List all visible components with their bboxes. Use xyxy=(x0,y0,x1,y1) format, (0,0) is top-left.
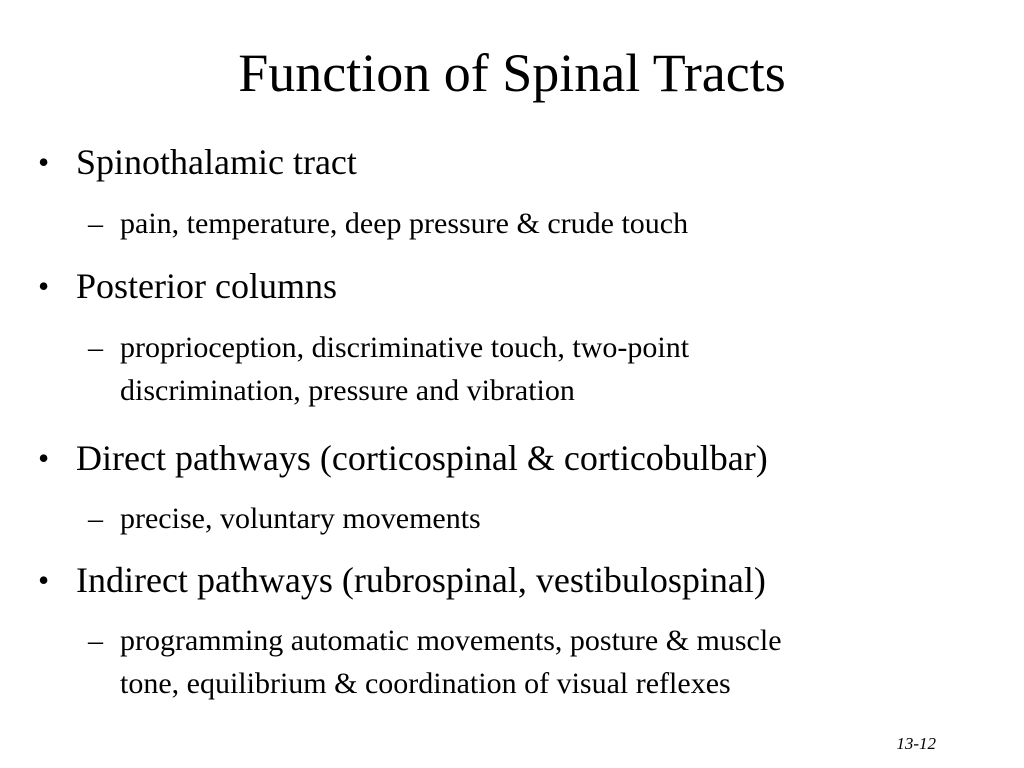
subbullet-line: programming automatic movements, posture… xyxy=(120,624,782,657)
slide-number: 13-12 xyxy=(896,734,936,753)
subbullet-indirect-pathways: – programming automatic movements, postu… xyxy=(88,619,1008,705)
bullet-posterior-columns: • Posterior columns xyxy=(38,264,1008,308)
bullet-indirect-pathways: • Indirect pathways (rubrospinal, vestib… xyxy=(38,558,1008,602)
subbullet-spinothalamic: – pain, temperature, deep pressure & cru… xyxy=(88,202,1008,245)
bullet-spinothalamic: • Spinothalamic tract xyxy=(38,140,1008,184)
subbullet-marker: – xyxy=(88,207,103,240)
subbullet-marker: – xyxy=(88,624,103,657)
bullet-label: Spinothalamic tract xyxy=(76,142,357,182)
subbullet-line: tone, equilibrium & coordination of visu… xyxy=(120,667,731,700)
bullet-marker: • xyxy=(38,440,50,476)
subbullet-text: programming automatic movements, posture… xyxy=(120,619,1008,705)
subbullet-marker: – xyxy=(88,502,103,535)
slide-title: Function of Spinal Tracts xyxy=(238,43,786,103)
bullet-marker: • xyxy=(38,268,50,304)
bullet-marker: • xyxy=(38,144,50,180)
subbullet-direct-pathways: – precise, voluntary movements xyxy=(88,497,1008,540)
bullet-marker: • xyxy=(38,562,50,598)
subbullet-line: proprioception, discriminative touch, tw… xyxy=(120,331,690,364)
subbullet-text: precise, voluntary movements xyxy=(120,502,481,535)
bullet-label: Posterior columns xyxy=(76,266,337,306)
subbullet-posterior-columns: – proprioception, discriminative touch, … xyxy=(88,326,1008,412)
bullet-label: Direct pathways (corticospinal & cortico… xyxy=(76,438,768,478)
subbullet-text: pain, temperature, deep pressure & crude… xyxy=(120,207,689,240)
bullet-direct-pathways: • Direct pathways (corticospinal & corti… xyxy=(38,436,1008,480)
subbullet-text: proprioception, discriminative touch, tw… xyxy=(120,326,1008,412)
subbullet-line: discrimination, pressure and vibration xyxy=(120,374,575,407)
bullet-label: Indirect pathways (rubrospinal, vestibul… xyxy=(76,560,766,600)
subbullet-marker: – xyxy=(88,331,103,364)
